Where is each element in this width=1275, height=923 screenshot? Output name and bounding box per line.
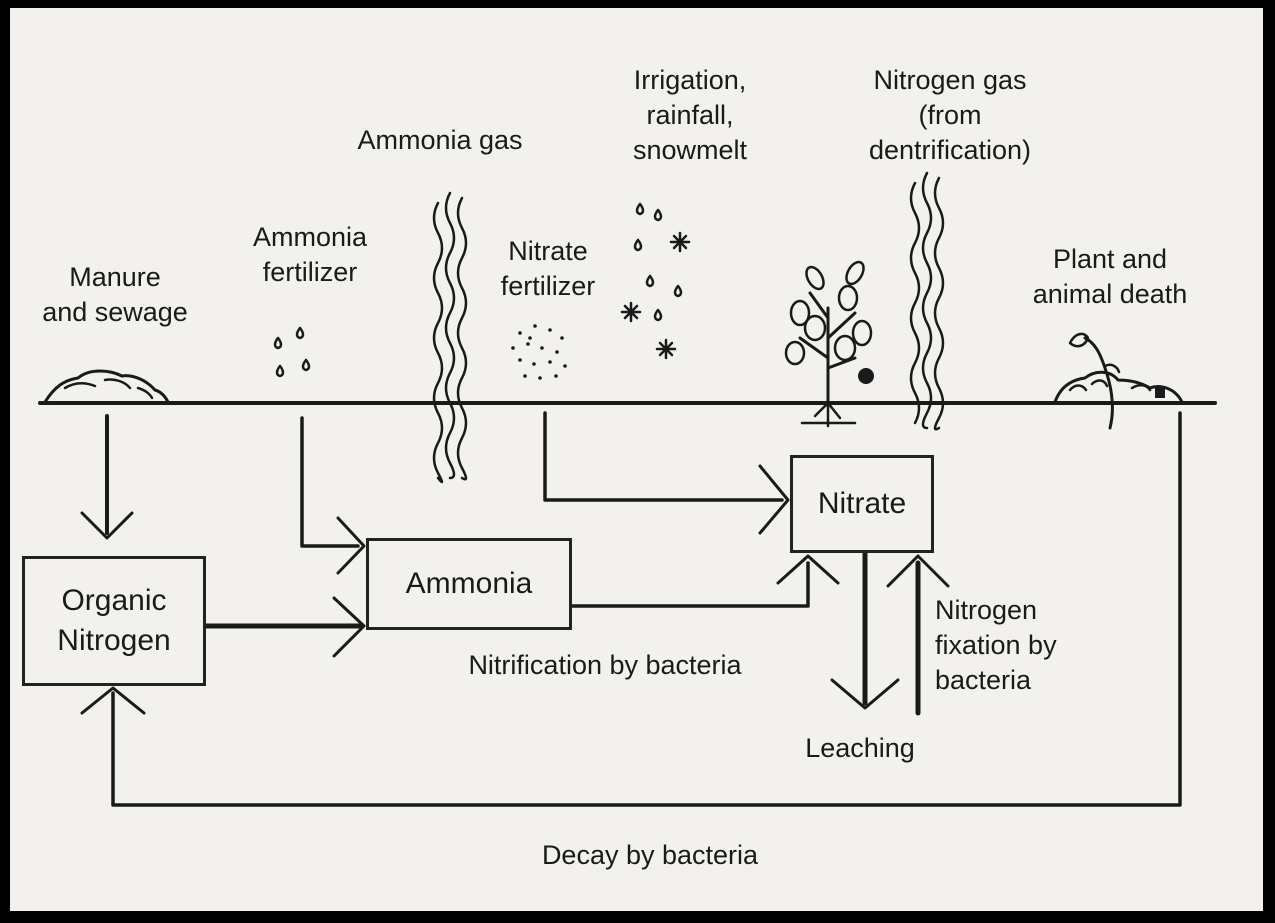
irrigation-label: Irrigation, rainfall, snowmelt xyxy=(632,65,748,166)
manure-pile-icon xyxy=(43,369,170,404)
decay-label: Decay by bacteria xyxy=(541,840,759,870)
nitrification-label: Nitrification by bacteria xyxy=(468,650,742,680)
nitrate-fertilizer-to-nitrate-line xyxy=(543,411,784,502)
leaching-arrowhead xyxy=(830,678,900,710)
ammonia-box-label: Ammonia xyxy=(405,566,533,600)
fertilizer-drops-icon xyxy=(273,326,311,378)
precipitation-icon xyxy=(620,202,691,360)
nitrate-fertilizer-arrowhead xyxy=(758,464,790,535)
fixation-arrowhead xyxy=(886,554,950,588)
ammonia-fertilizer-arrowhead xyxy=(336,516,366,575)
plant-icon xyxy=(784,260,874,428)
nitrate-box-label: Nitrate xyxy=(817,486,907,520)
leaching-label: Leaching xyxy=(805,733,915,763)
ammonia-fertilizer-label: Ammonia fertilizer xyxy=(252,222,368,288)
dead-plant-icon xyxy=(1053,332,1184,430)
ammonia-box: Ammonia xyxy=(366,538,572,630)
ammonia-fertilizer-to-ammonia-line xyxy=(300,416,360,548)
organic-nitrogen-box: Organic Nitrogen xyxy=(22,556,206,686)
nitrification-line xyxy=(570,561,810,608)
nitrogen-gas-label: Nitrogen gas (from dentrification) xyxy=(868,65,1032,166)
nitrogen-cycle-diagram xyxy=(38,171,1217,807)
ammonia-gas-label: Ammonia gas xyxy=(357,125,523,155)
decay-arrowhead xyxy=(80,686,146,715)
ammonia-gas-wave-icon xyxy=(432,191,468,484)
decay-loop-line xyxy=(111,411,1182,807)
nitrate-fertilizer-label: Nitrate fertilizer xyxy=(500,236,596,302)
organic-to-ammonia-arrowhead xyxy=(332,596,366,658)
nitrogen-gas-wave-icon xyxy=(909,171,945,431)
nitrate-box: Nitrate xyxy=(790,455,934,553)
manure-label: Manure and sewage xyxy=(42,262,188,328)
fixation-label: Nitrogen fixation by bacteria xyxy=(935,595,1057,696)
organic-nitrogen-label: Organic Nitrogen xyxy=(57,583,171,658)
nitrification-arrowhead xyxy=(776,554,840,585)
manure-to-organic-arrowhead xyxy=(80,511,134,540)
plant-animal-death-label: Plant and animal death xyxy=(1032,244,1188,310)
fertilizer-granules-icon xyxy=(511,324,567,380)
diagram-frame: Manure and sewage Ammonia fertilizer Amm… xyxy=(10,8,1263,911)
